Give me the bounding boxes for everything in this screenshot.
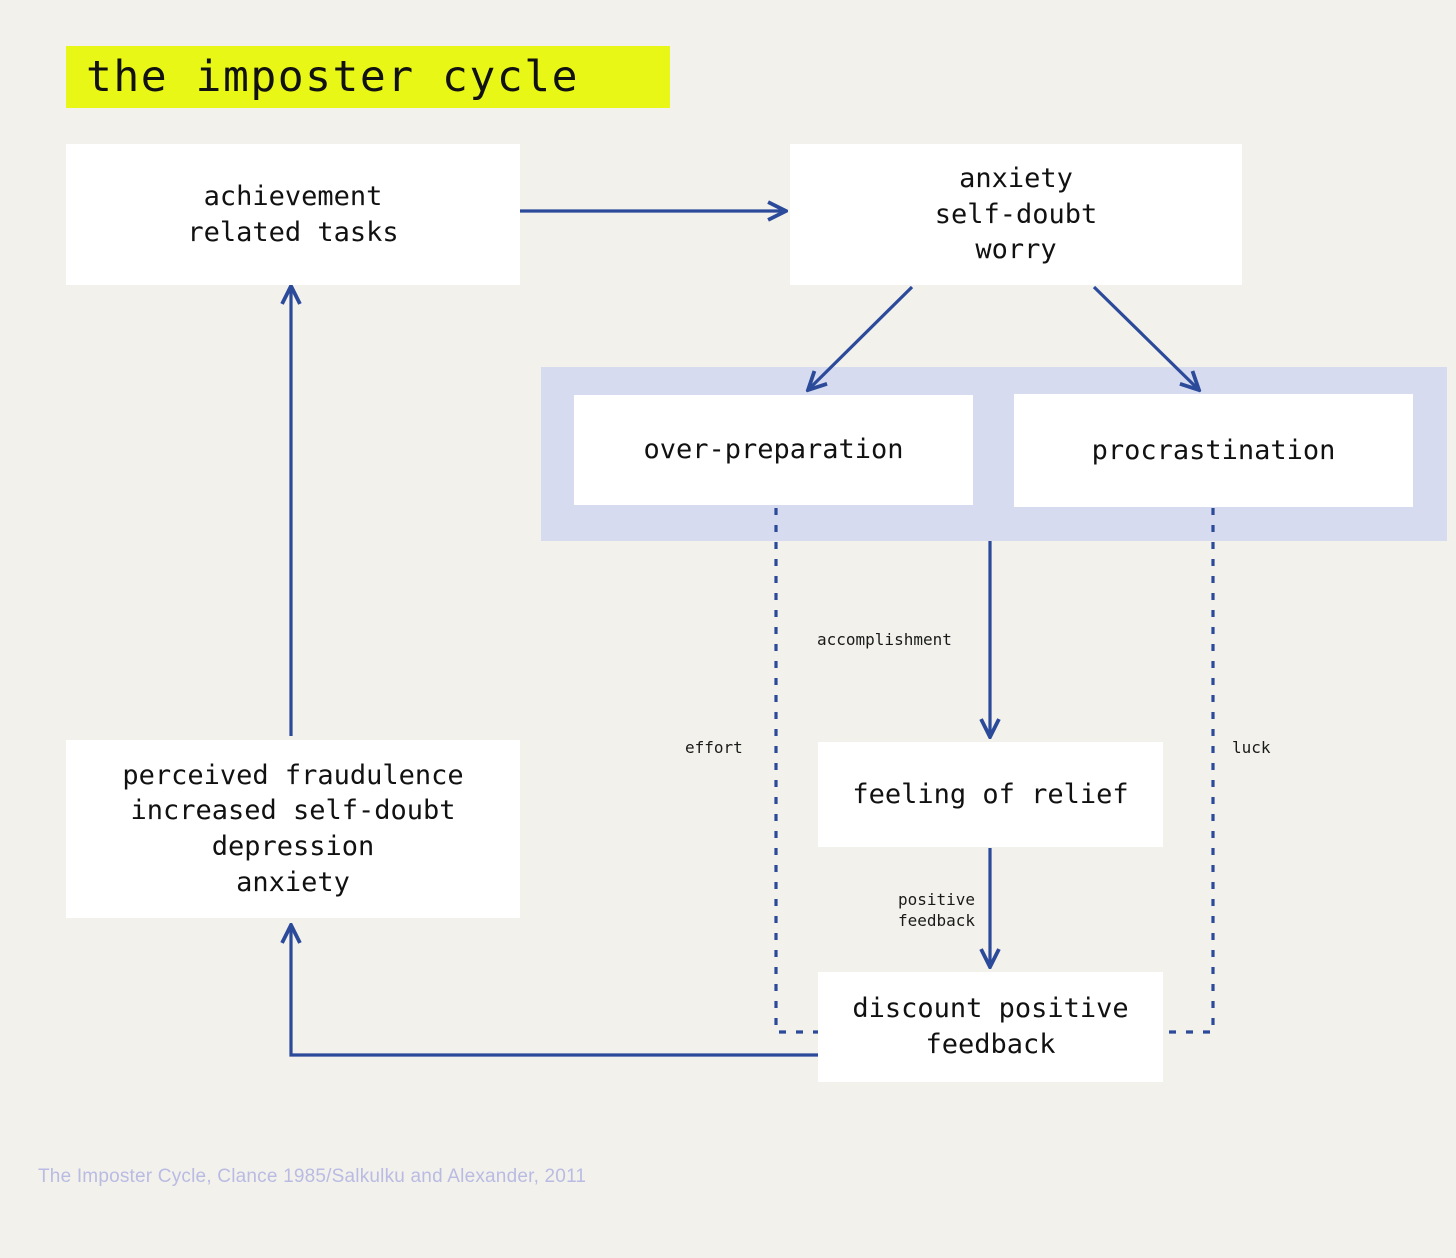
node-procrastination[interactable]: procrastination xyxy=(1014,394,1413,507)
page-title: the imposter cycle xyxy=(86,52,579,102)
node-label: achievement related tasks xyxy=(187,180,399,248)
edge-effort-dotted xyxy=(774,508,818,1034)
node-achievement-related-tasks[interactable]: achievement related tasks xyxy=(66,144,520,285)
node-discount-positive-feedback[interactable]: discount positive feedback xyxy=(818,972,1163,1082)
node-label: discount positive feedback xyxy=(852,993,1129,1060)
edge-label-accomplishment: accomplishment xyxy=(817,630,952,649)
node-label: procrastination xyxy=(1091,434,1336,466)
edge-label-luck: luck xyxy=(1232,738,1271,757)
source-caption: The Imposter Cycle, Clance 1985/Salkulku… xyxy=(38,1166,587,1187)
node-label: perceived fraudulence increased self-dou… xyxy=(122,759,464,898)
node-label: anxiety self-doubt worry xyxy=(934,163,1098,266)
node-label: over-preparation xyxy=(643,434,904,466)
page-title-highlight: the imposter cycle xyxy=(66,46,670,108)
node-label: feeling of relief xyxy=(852,778,1129,810)
edge-label-effort: effort xyxy=(685,738,743,757)
node-anxiety-self-doubt-worry[interactable]: anxiety self-doubt worry xyxy=(790,144,1242,285)
edge-luck-dotted xyxy=(1163,508,1215,1034)
edge-discount-to-fraudulence xyxy=(291,925,818,1057)
node-feeling-of-relief[interactable]: feeling of relief xyxy=(818,742,1163,847)
node-perceived-fraudulence[interactable]: perceived fraudulence increased self-dou… xyxy=(66,740,520,918)
edge-label-positive-feedback: positive feedback xyxy=(897,890,975,930)
node-over-preparation[interactable]: over-preparation xyxy=(574,395,973,505)
